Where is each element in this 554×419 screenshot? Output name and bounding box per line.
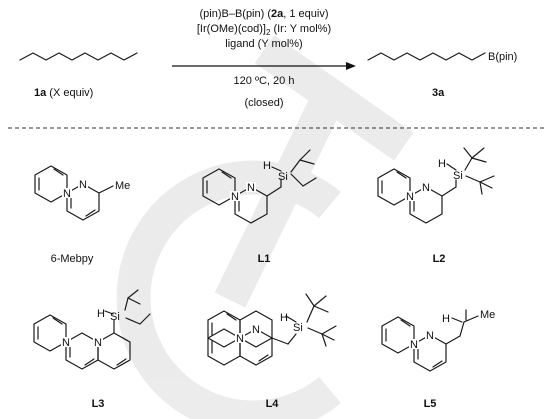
atom-n: N — [426, 330, 434, 342]
atom-n: N — [63, 188, 71, 200]
product-label: 3a — [432, 87, 445, 99]
hydrogen-atom: H — [263, 160, 271, 172]
silicon-atom: Si — [293, 322, 303, 334]
catalyst-line: [Ir(OMe)(cod)]2 (Ir: Y mol%) — [197, 23, 331, 37]
atom-n: N — [247, 182, 255, 194]
reagent-line: (pin)B–B(pin) (2a, 1 equiv) — [199, 8, 328, 20]
methyl-group: Me — [115, 180, 130, 192]
ligand-line: ligand (Y mol%) — [225, 38, 302, 50]
watermark — [116, 35, 414, 419]
methyl-group: Me — [480, 309, 495, 321]
ligand-L1: N N H Si — [202, 149, 317, 224]
silicon-atom: Si — [453, 170, 463, 182]
atom-n: N — [236, 333, 244, 345]
ligand-L3: N N H Si — [33, 289, 151, 370]
ligand-L2: N N H Si — [377, 147, 495, 224]
closed-note: (closed) — [244, 97, 283, 109]
atom-n: N — [62, 337, 70, 349]
ligand-L5: N N H Me — [381, 309, 495, 372]
label-L5: L5 — [424, 398, 437, 410]
atom-n: N — [94, 337, 102, 349]
hydrogen-atom: H — [280, 312, 288, 324]
label-L1: L1 — [258, 253, 271, 265]
substrate-label: 1a (X equiv) — [34, 87, 93, 99]
label-L2: L2 — [433, 253, 446, 265]
ligand-6mebpy: N N Me — [34, 165, 130, 221]
label-L3: L3 — [92, 398, 105, 410]
arrow-head — [346, 62, 356, 70]
product-chain — [367, 52, 486, 61]
ligand-L4: N N H Si — [207, 293, 337, 366]
atom-n: N — [406, 191, 414, 203]
hydrogen-atom: H — [442, 313, 450, 325]
silicon-atom: Si — [278, 171, 288, 183]
atom-n: N — [422, 182, 430, 194]
octane-chain — [19, 52, 138, 61]
temperature-time: 120 ºC, 20 h — [234, 75, 295, 87]
atom-n: N — [231, 191, 239, 203]
atom-n: N — [79, 179, 87, 191]
silicon-atom: Si — [110, 311, 120, 323]
atom-n: N — [410, 339, 418, 351]
hydrogen-atom: H — [97, 308, 105, 320]
label-L4: L4 — [266, 398, 280, 410]
label-6mebpy: 6-Mebpy — [51, 253, 94, 265]
bpin-group: B(pin) — [488, 51, 517, 63]
hydrogen-atom: H — [438, 158, 446, 170]
atom-n: N — [252, 324, 260, 336]
